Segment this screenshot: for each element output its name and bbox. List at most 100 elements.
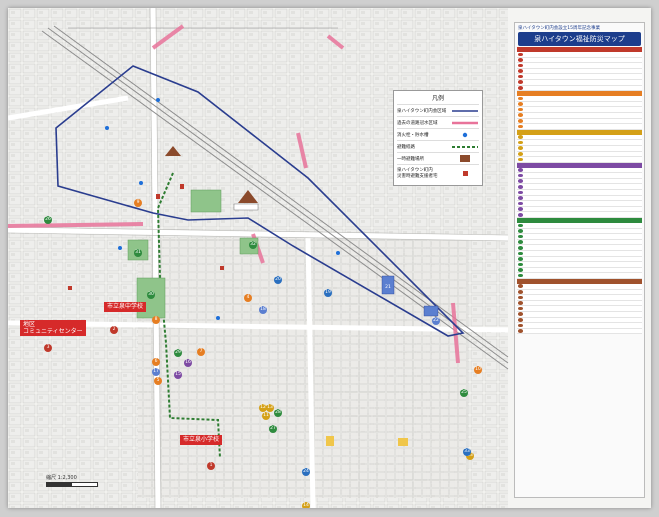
facility-row [517, 234, 642, 240]
scale-graphic [46, 482, 98, 487]
facility-row [517, 85, 642, 92]
facility-row [517, 178, 642, 185]
facility-row [517, 289, 642, 296]
temporary-evacuation-sites [165, 146, 259, 211]
category-header [517, 129, 642, 135]
facility-marker: 14 [302, 502, 310, 508]
facility-marker: 21 [384, 284, 392, 292]
community-line-1: 地区 [23, 321, 36, 328]
category-dot-icon [518, 152, 523, 156]
category-dot-icon [518, 245, 523, 250]
route-dash-icon [451, 145, 479, 149]
facility-row [517, 317, 642, 324]
facility-row [517, 223, 642, 229]
category-list [515, 47, 644, 335]
facility-marker: 24 [302, 468, 310, 476]
facility-marker: 12 [259, 404, 267, 412]
category-dot-icon [518, 135, 523, 139]
category-dot-icon [518, 119, 523, 123]
category-dot-icon [518, 74, 523, 79]
category-dot-icon [518, 262, 523, 267]
category-dot-icon [518, 102, 523, 106]
legend-label: 泉ハイタウン町内 災害時避難支援者宅 [397, 168, 438, 179]
legend-item-flood: 過去の道路冠水区域 [397, 116, 479, 128]
facility-row [517, 256, 642, 263]
category-dot-icon [518, 229, 523, 233]
category-header [517, 278, 642, 284]
facility-row [517, 273, 642, 279]
facility-row [517, 140, 642, 146]
category-dot-icon [518, 190, 523, 195]
legend-item-hydrant: 消火栓・貯水槽 [397, 128, 479, 140]
facility-row [517, 239, 642, 246]
category-dot-icon [518, 318, 523, 322]
facility-row [517, 328, 642, 335]
facility-marker: 5 [154, 377, 162, 385]
facility-marker: 18 [259, 306, 267, 314]
category-dot-icon [518, 168, 523, 172]
facility-marker: 33 [463, 448, 471, 456]
facility-marker: 28 [274, 409, 282, 417]
facility-list-panel: 泉ハイタウン町内会設立15周年記念事業 泉ハイタウン福祉防災マップ [514, 22, 645, 498]
legend-title: 凡例 [431, 95, 444, 102]
category-dot-icon [518, 329, 523, 333]
facility-row [517, 195, 642, 202]
category-dot-icon [518, 184, 523, 189]
category-dot-icon [518, 295, 523, 300]
facility-row [517, 74, 642, 80]
category-dot-icon [518, 52, 523, 57]
category-dot-icon [518, 107, 523, 112]
facility-marker: 9 [134, 199, 142, 207]
facility-marker: 17 [152, 368, 160, 376]
label-community-center: 地区 コミュニティセンター [20, 320, 86, 336]
boundary-line-icon [451, 109, 479, 113]
facility-category [517, 47, 642, 92]
dense-blocks [138, 238, 468, 498]
facility-marker: 15 [174, 371, 182, 379]
facility-marker: 4 [244, 294, 252, 302]
facility-marker: 3 [44, 344, 52, 352]
facility-marker: 6 [152, 358, 160, 366]
category-dot-icon [518, 290, 523, 294]
facility-marker: 1 [207, 462, 215, 470]
facility-category [517, 278, 642, 335]
facility-row [517, 267, 642, 274]
category-dot-icon [518, 96, 523, 101]
category-dot-icon [518, 196, 523, 200]
facility-row [517, 101, 642, 108]
facility-marker: 23 [466, 452, 474, 460]
facility-row [517, 68, 642, 75]
facility-row [517, 79, 642, 86]
category-dot-icon [518, 201, 523, 206]
facility-row [517, 124, 642, 130]
category-dot-icon [518, 312, 523, 317]
road-edges [8, 8, 509, 508]
facility-category [517, 162, 642, 219]
facility-row [517, 245, 642, 251]
facility-marker: 27 [269, 425, 277, 433]
legend-item-route: 避難経路 [397, 140, 479, 152]
facility-row [517, 52, 642, 58]
facility-row [517, 206, 642, 213]
category-dot-icon [518, 251, 523, 256]
facility-row [517, 323, 642, 329]
legend-label: 泉ハイタウン町内会区域 [397, 108, 447, 114]
support-house-icon [451, 170, 479, 176]
category-dot-icon [518, 306, 523, 311]
category-dot-icon [518, 140, 523, 145]
facility-row [517, 145, 642, 152]
facility-row [517, 167, 642, 174]
category-dot-icon [518, 223, 523, 228]
category-dot-icon [518, 157, 523, 162]
map-legend: 凡例 泉ハイタウン町内会区域 過去の道路冠水区域 消火栓・貯水槽 避難経路 一時… [393, 90, 483, 186]
support-households [68, 184, 224, 290]
facility-row [517, 201, 642, 207]
category-dot-icon [518, 268, 523, 272]
panel-subtitle: 泉ハイタウン町内会設立15周年記念事業 [518, 26, 600, 31]
community-line-2: コミュニティセンター [23, 328, 83, 335]
facility-marker: 22 [432, 317, 440, 325]
facility-marker: 26 [44, 216, 52, 224]
category-dot-icon [518, 257, 523, 261]
facility-row [517, 118, 642, 125]
